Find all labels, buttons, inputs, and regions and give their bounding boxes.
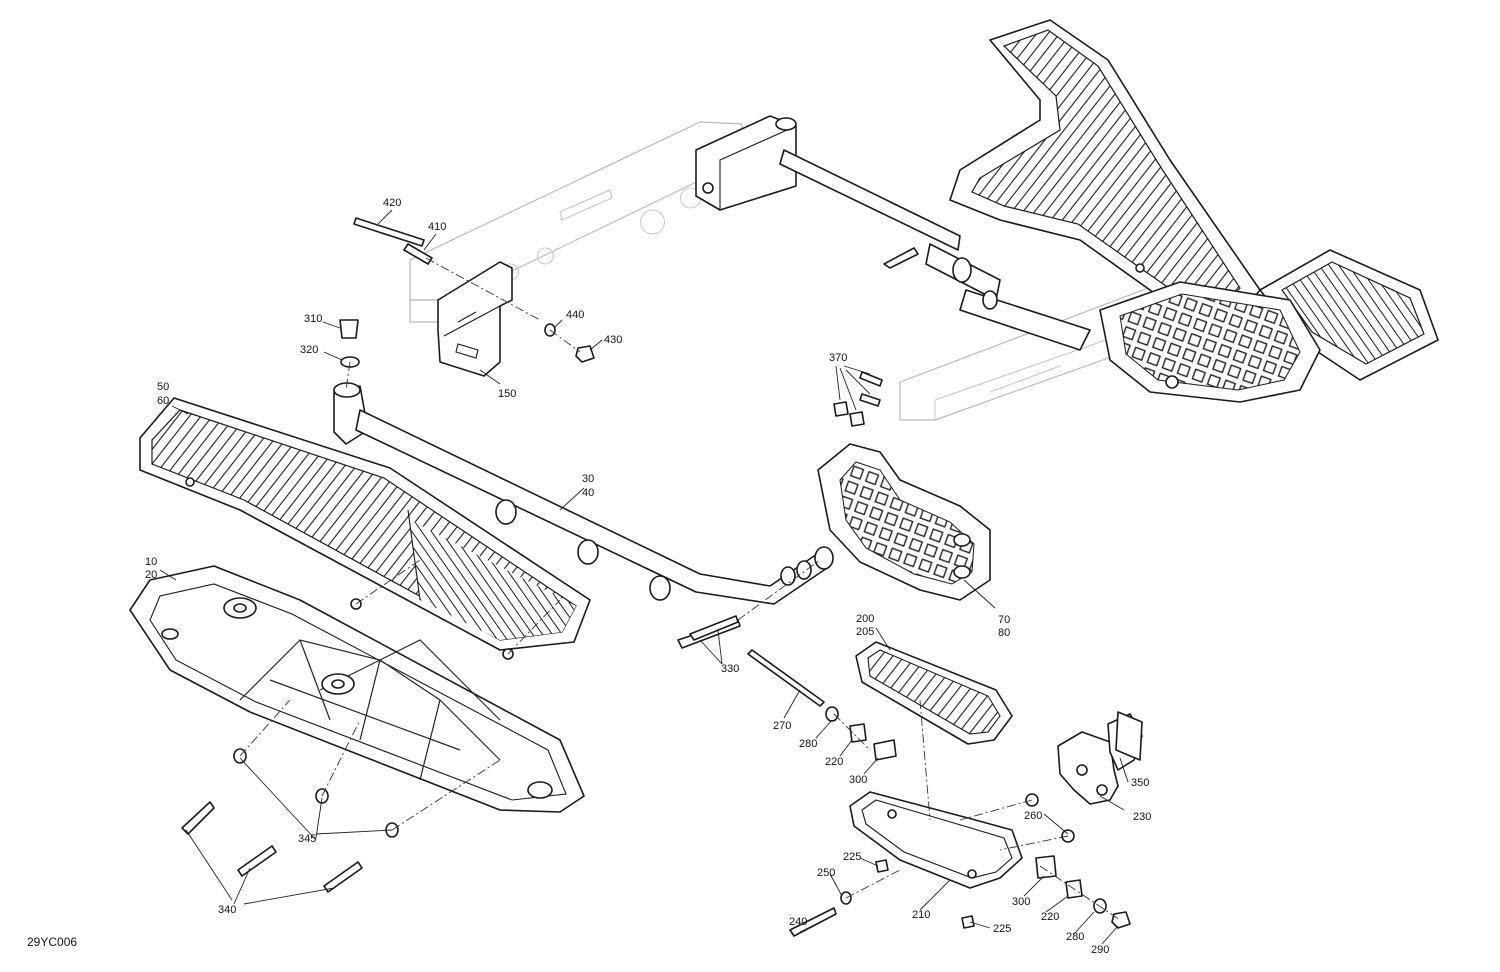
washer-280a bbox=[825, 706, 839, 722]
leader-lines bbox=[159, 209, 1129, 945]
callout-250: 250 bbox=[817, 867, 835, 879]
bolt-420 bbox=[353, 217, 425, 247]
callout-280-lower: 280 bbox=[1066, 931, 1084, 943]
passenger-footrest-50 bbox=[139, 397, 591, 660]
callout-345: 345 bbox=[298, 833, 316, 845]
callout-440: 440 bbox=[566, 309, 584, 321]
driver-footrest-large bbox=[949, 19, 1439, 381]
nut-430 bbox=[575, 345, 595, 363]
footrest-pad-200 bbox=[855, 641, 1013, 745]
screw-225a bbox=[875, 859, 889, 873]
spacer-220a bbox=[849, 723, 867, 743]
label-350 bbox=[1115, 711, 1143, 761]
callouts: 420 410 310 320 440 430 150 50 60 370 30… bbox=[27, 197, 1151, 956]
screw-225b bbox=[961, 915, 975, 929]
bolt-240 bbox=[789, 907, 837, 937]
callout-430: 430 bbox=[604, 334, 622, 346]
bushing-300b bbox=[1035, 855, 1057, 879]
callout-220-lower: 220 bbox=[1041, 911, 1059, 923]
callout-370: 370 bbox=[829, 352, 847, 364]
bracket-210 bbox=[849, 791, 1023, 889]
bolt-370d bbox=[859, 393, 881, 407]
callout-50: 50 bbox=[157, 381, 169, 393]
bolt-330b bbox=[689, 615, 739, 641]
passenger-tube-30 bbox=[333, 382, 834, 605]
callout-150: 150 bbox=[498, 388, 516, 400]
callout-270: 270 bbox=[773, 720, 791, 732]
nut-290 bbox=[1111, 911, 1131, 929]
callout-60: 60 bbox=[157, 395, 169, 407]
callout-225-lower: 225 bbox=[993, 923, 1011, 935]
callout-290: 290 bbox=[1091, 944, 1109, 956]
bolt-370b bbox=[849, 411, 865, 427]
callout-80: 80 bbox=[998, 627, 1010, 639]
callout-350: 350 bbox=[1131, 777, 1149, 789]
callout-220-upper: 220 bbox=[825, 756, 843, 768]
callout-280-upper: 280 bbox=[799, 738, 817, 750]
bolt-370a bbox=[833, 401, 849, 417]
callout-30: 30 bbox=[582, 473, 594, 485]
bushing-300a bbox=[873, 739, 897, 761]
bracket-150 bbox=[437, 261, 513, 377]
callout-340: 340 bbox=[218, 904, 236, 916]
callout-40: 40 bbox=[582, 487, 594, 499]
bolt-310 bbox=[339, 319, 359, 339]
bolt-340a bbox=[181, 801, 215, 835]
callout-240: 240 bbox=[789, 916, 807, 928]
bolt-370c bbox=[859, 371, 883, 387]
front-mount-bracket bbox=[695, 115, 797, 211]
callout-225-upper: 225 bbox=[843, 851, 861, 863]
pin-410 bbox=[403, 243, 433, 265]
tube-bushings bbox=[495, 499, 812, 601]
callout-410: 410 bbox=[428, 221, 446, 233]
casting-70 bbox=[817, 443, 991, 601]
callout-70: 70 bbox=[998, 614, 1010, 626]
callout-210: 210 bbox=[912, 909, 930, 921]
callout-200: 200 bbox=[856, 613, 874, 625]
callout-10: 10 bbox=[145, 556, 157, 568]
drawing-reference: 29YC006 bbox=[27, 935, 77, 949]
callout-230: 230 bbox=[1133, 811, 1151, 823]
callout-310: 310 bbox=[304, 313, 322, 325]
lattice-casting-top bbox=[1099, 263, 1321, 403]
callout-205: 205 bbox=[856, 626, 874, 638]
cross-tube-rear bbox=[779, 149, 1091, 351]
callout-330: 330 bbox=[721, 663, 739, 675]
assembly-axes bbox=[239, 257, 1121, 921]
bolt-270 bbox=[747, 649, 825, 707]
footrest-base-10 bbox=[129, 565, 585, 813]
bolt-340c bbox=[323, 861, 363, 893]
callout-420: 420 bbox=[383, 197, 401, 209]
callout-320: 320 bbox=[300, 344, 318, 356]
callout-20: 20 bbox=[145, 569, 157, 581]
callout-300-lower: 300 bbox=[1012, 896, 1030, 908]
callout-300-upper: 300 bbox=[849, 774, 867, 786]
bolt-340b bbox=[237, 845, 277, 877]
callout-260: 260 bbox=[1024, 810, 1042, 822]
